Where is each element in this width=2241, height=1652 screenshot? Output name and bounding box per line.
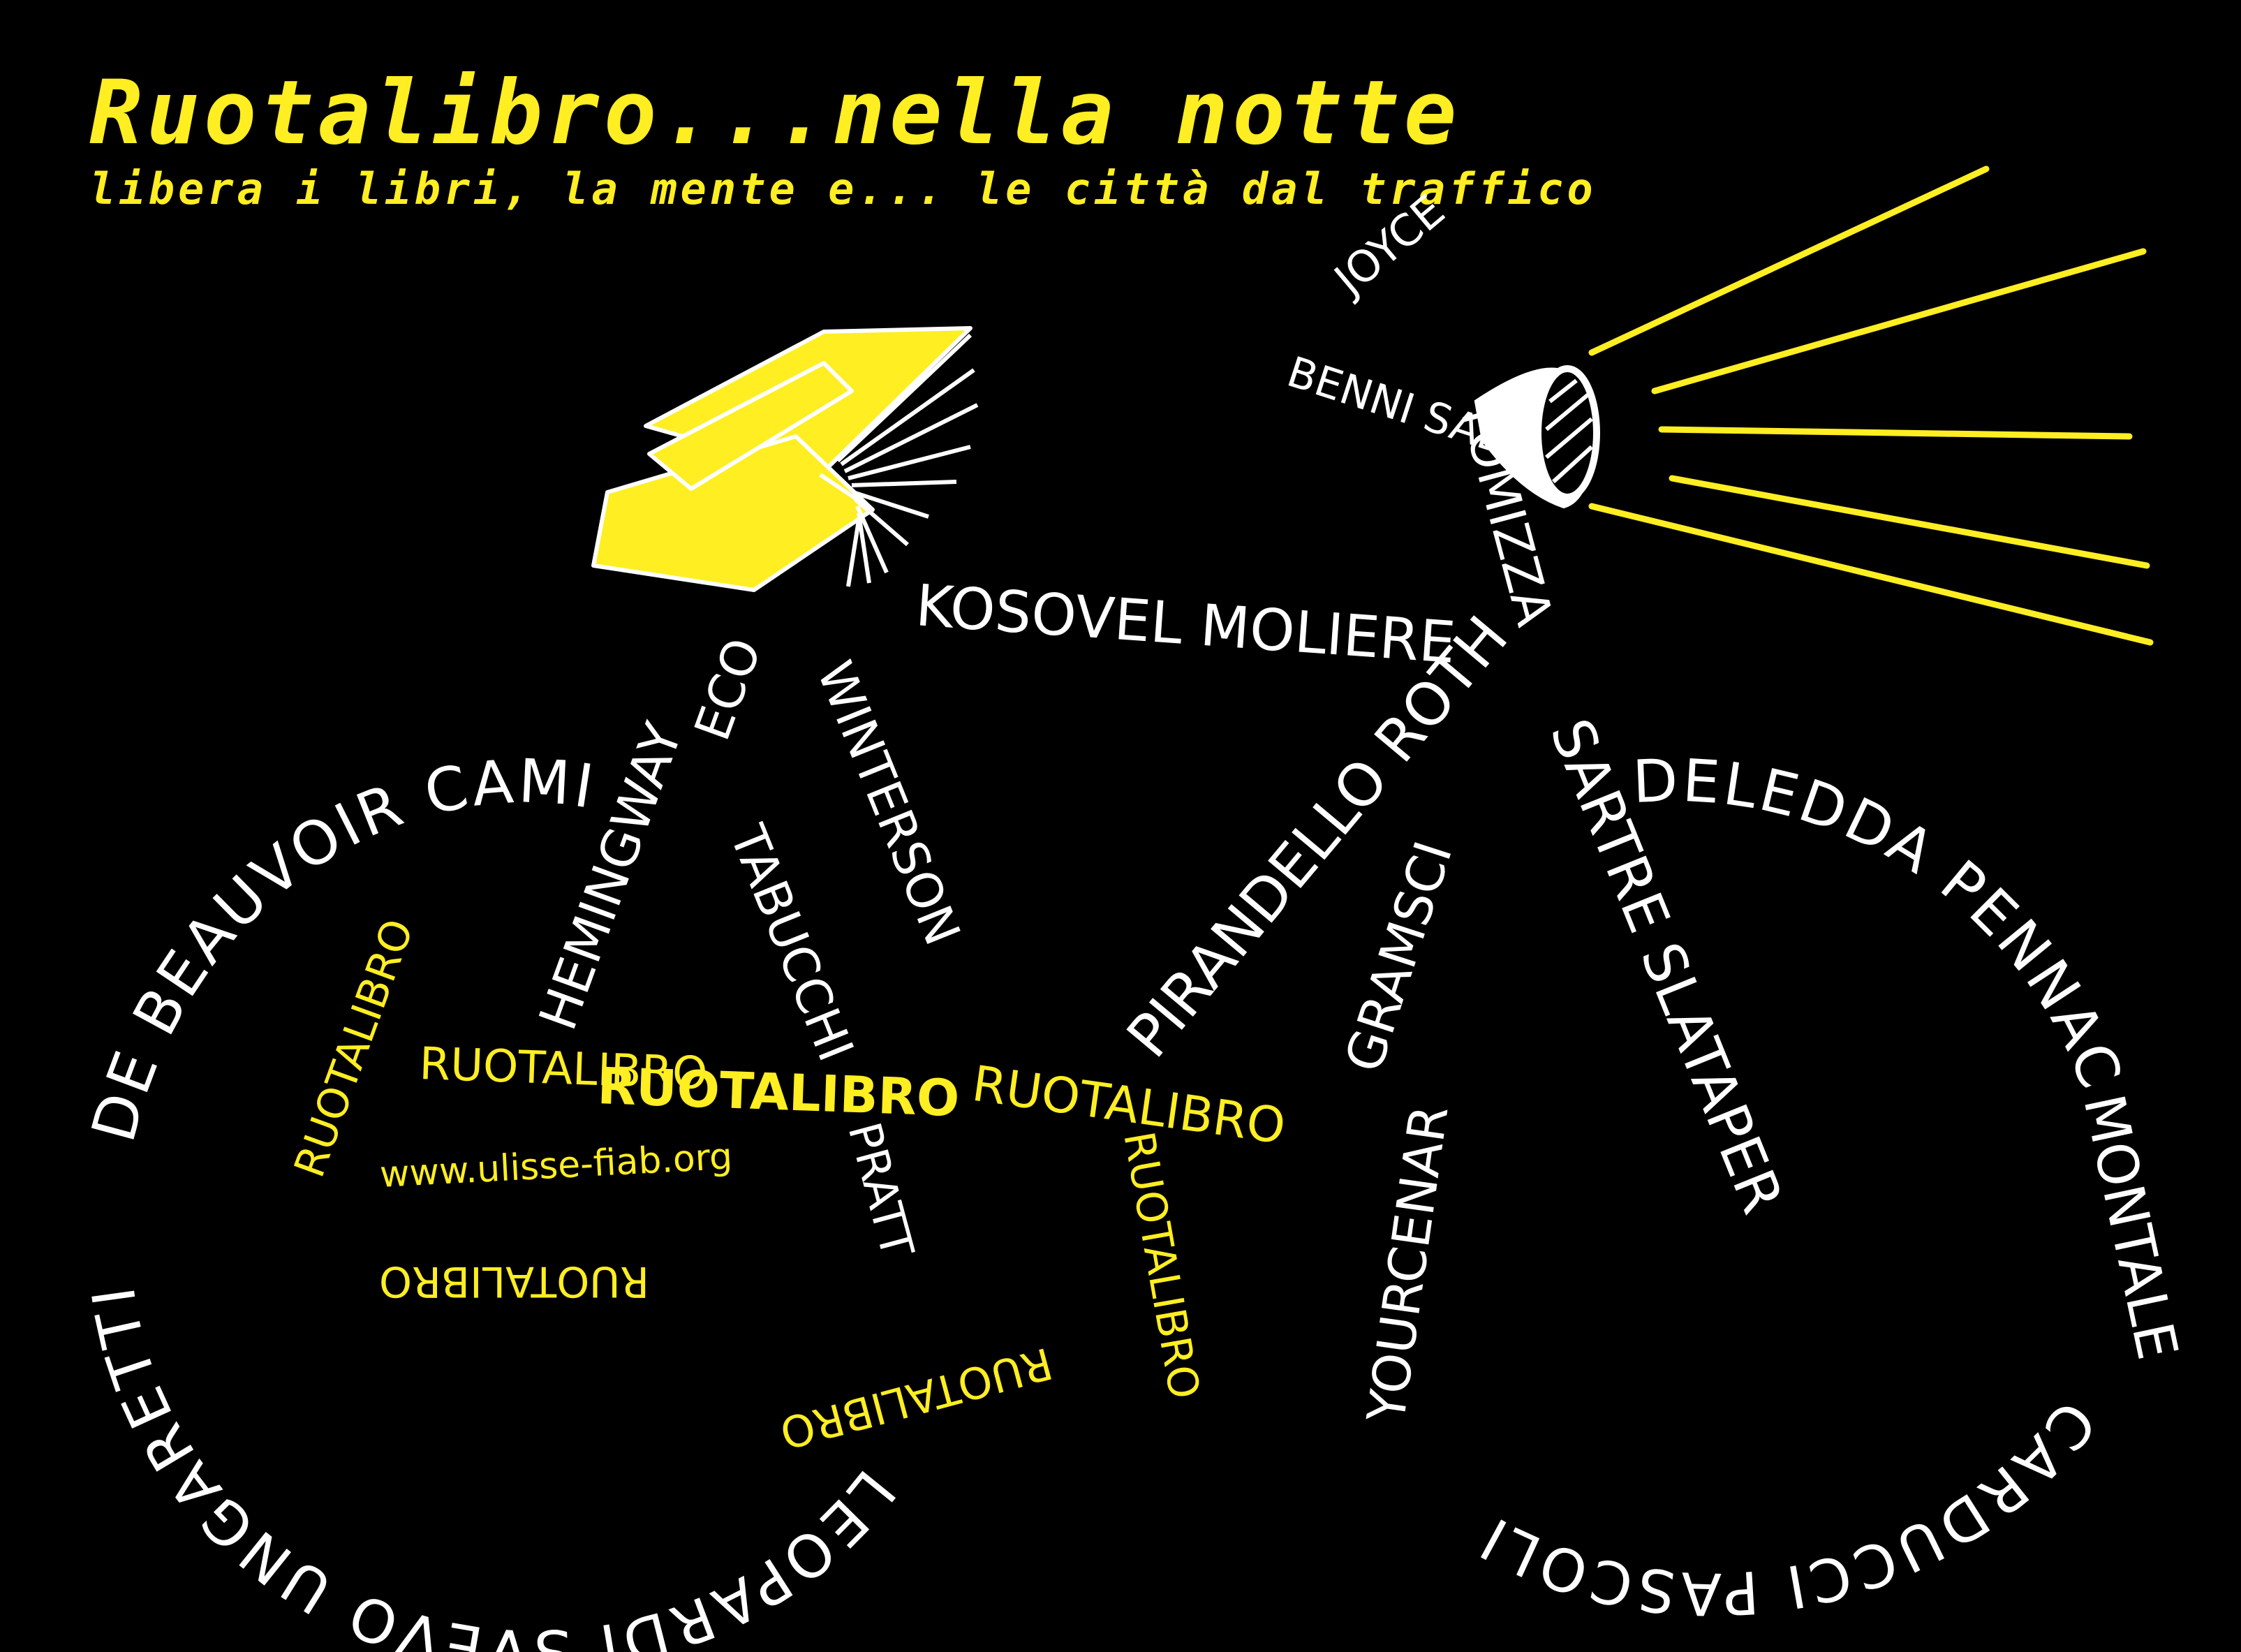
chainring-word-6: RUOTALIBRO	[379, 1257, 649, 1306]
front-wheel-bottom-authors: CARDUCCI PASCOLI	[1466, 1388, 2109, 1628]
author-gramsci: GRAMSCI	[1333, 834, 1464, 1079]
author-pirandello-roth: PIRANDELLO ROTH	[1114, 603, 1521, 1070]
author-tabucchi: TABUCCHI	[718, 817, 865, 1069]
light-rays-icon	[1588, 165, 2154, 646]
open-book-icon	[591, 326, 979, 592]
rear-wheel-bottom-authors: LEOPARDI SVEVO UNGARETTI	[79, 1279, 908, 1652]
rear-wheel-top-authors: DE BEAUVOIR CAMILLERI	[0, 0, 600, 1149]
author-joyce: JOYCE	[1323, 184, 1454, 307]
author-eco: ECO	[683, 631, 773, 748]
chainring-word-bold: RUOTALIBRO	[596, 1056, 960, 1128]
website-url: www.ulisse-fiab.org	[379, 1136, 734, 1196]
author-winterson: WINTERSON	[806, 654, 971, 953]
author-yourcenar: YOURCENAR	[1356, 1102, 1460, 1427]
chainring-word-4: RUOTALIBRO	[1114, 1128, 1208, 1402]
author-pratt: PRATT	[838, 1117, 924, 1264]
bicycle-headlight-icon	[1474, 365, 1600, 509]
poster-title: Ruotalibro...nella notte	[89, 61, 1461, 164]
chainring-word-5: RUOTALIBRO	[775, 1338, 1058, 1459]
chainring-word-2: RUOTALIBRO	[418, 1038, 708, 1100]
chainring-word-1: RUOTALIBRO	[285, 913, 423, 1183]
author-montale: MONTALE	[2071, 1089, 2190, 1365]
author-kosovel-moliere: KOSOVEL MOLIERE	[914, 573, 1458, 677]
poster-subtitle: libera i libri, la mente e... le città d…	[89, 163, 1597, 214]
